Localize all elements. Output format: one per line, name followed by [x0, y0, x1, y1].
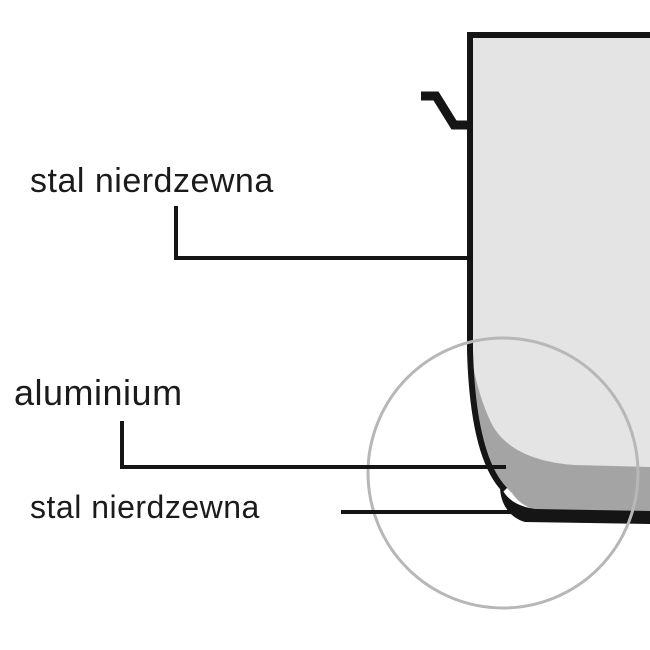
pot-handle — [421, 91, 470, 130]
bottom-cap — [500, 484, 650, 524]
pot-outline — [467, 32, 650, 493]
pot-body — [470, 35, 650, 467]
magnifier-circle — [366, 336, 640, 610]
leader-line-body-material — [174, 206, 470, 260]
label-bottom-material: stal nierdzewna — [30, 489, 260, 525]
leader-line-core-material — [120, 421, 506, 469]
label-core-material: aluminium — [14, 372, 183, 413]
label-body-material: stal nierdzewna — [30, 162, 274, 200]
